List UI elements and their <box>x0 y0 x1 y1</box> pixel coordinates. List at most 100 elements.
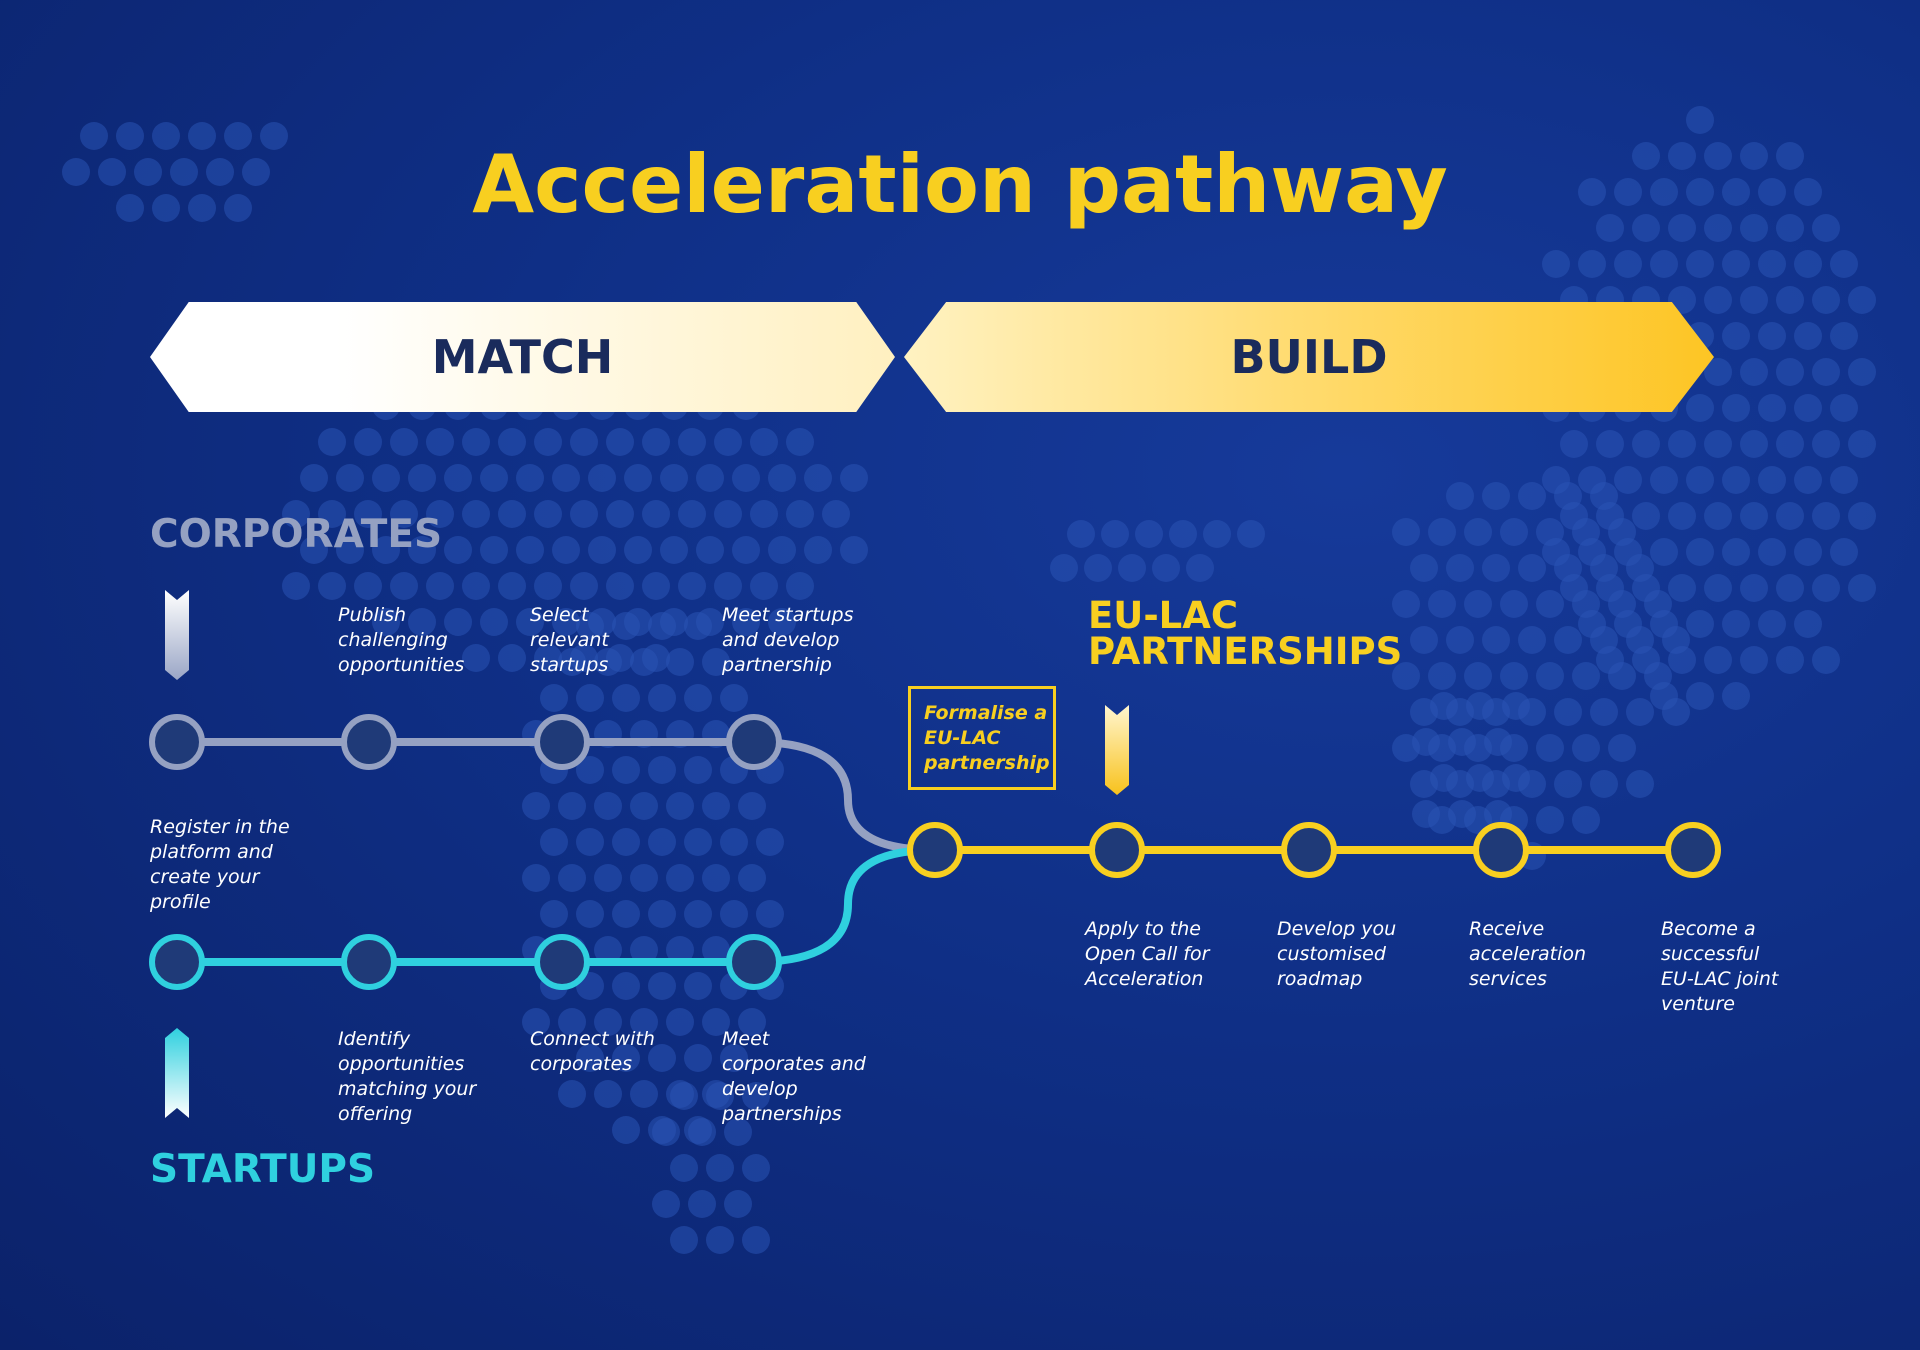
background-dot <box>1740 646 1768 674</box>
background-dot <box>188 122 216 150</box>
background-dot <box>318 428 346 456</box>
background-dot <box>1482 554 1510 582</box>
background-dot <box>732 608 760 636</box>
background-dot <box>1794 538 1822 566</box>
background-dot <box>408 464 436 492</box>
background-dot <box>1776 286 1804 314</box>
background-dot <box>678 572 706 600</box>
background-dot <box>1740 214 1768 242</box>
background-dot <box>1776 646 1804 674</box>
background-dot <box>372 536 400 564</box>
build-step-4: Become a successful EU-LAC joint venture <box>1661 918 1779 1015</box>
background-dot <box>1186 554 1214 582</box>
background-dot <box>1812 358 1840 386</box>
background-dot <box>1704 430 1732 458</box>
startups-node-2 <box>341 934 397 990</box>
background-dot <box>724 1190 752 1218</box>
background-dot <box>540 828 568 856</box>
background-dot <box>1500 662 1528 690</box>
background-dot <box>1704 358 1732 386</box>
background-dot <box>1650 250 1678 278</box>
background-dot <box>62 158 90 186</box>
background-dot <box>552 464 580 492</box>
background-dot <box>588 464 616 492</box>
background-dot <box>594 1080 622 1108</box>
background-dot <box>1560 430 1588 458</box>
background-dot <box>1812 646 1840 674</box>
background-dot <box>116 122 144 150</box>
background-dot <box>804 464 832 492</box>
background-dot <box>1758 178 1786 206</box>
background-dot <box>570 500 598 528</box>
background-dot <box>684 1044 712 1072</box>
background-dot <box>1776 430 1804 458</box>
background-dot <box>702 1008 730 1036</box>
background-dot <box>670 1154 698 1182</box>
background-dot <box>1536 662 1564 690</box>
background-dot <box>1500 590 1528 618</box>
corporates-step-3: Select relevant startups <box>530 604 609 676</box>
background-dot <box>678 500 706 528</box>
background-dot <box>1650 178 1678 206</box>
background-dot <box>670 1226 698 1254</box>
background-dot <box>594 936 622 964</box>
background-dot <box>1536 590 1564 618</box>
background-dot <box>1050 554 1078 582</box>
background-dot <box>1067 520 1095 548</box>
background-dot <box>840 464 868 492</box>
background-dot <box>152 194 180 222</box>
background-dot <box>522 792 550 820</box>
background-dot <box>696 464 724 492</box>
background-dot <box>336 464 364 492</box>
background-dot <box>1572 806 1600 834</box>
background-dot <box>1830 466 1858 494</box>
background-dot <box>1590 626 1618 654</box>
background-dot <box>462 572 490 600</box>
background-dot <box>1662 626 1690 654</box>
background-dot <box>594 648 622 676</box>
background-dot <box>1704 574 1732 602</box>
background-dot <box>648 756 676 784</box>
corporates-step-2: Publish challenging opportunities <box>338 604 465 676</box>
background-dot <box>1518 554 1546 582</box>
background-dot <box>1704 142 1732 170</box>
background-dot <box>1830 394 1858 422</box>
background-dot <box>756 900 784 928</box>
startups-node-4 <box>726 934 782 990</box>
background-dot <box>1428 590 1456 618</box>
background-dot <box>80 122 108 150</box>
background-dot <box>1135 520 1163 548</box>
background-dot <box>1518 482 1546 510</box>
background-dot <box>688 1118 716 1146</box>
background-dot <box>372 608 400 636</box>
background-dot <box>558 1008 586 1036</box>
background-dot <box>480 536 508 564</box>
background-dot <box>720 900 748 928</box>
background-dot <box>768 608 796 636</box>
background-dot <box>1812 574 1840 602</box>
background-dot <box>552 608 580 636</box>
background-dot <box>738 1008 766 1036</box>
background-dot <box>336 536 364 564</box>
background-dot <box>1722 466 1750 494</box>
build-step-3: Receive acceleration services <box>1469 918 1587 990</box>
background-dot <box>1572 590 1600 618</box>
background-dot <box>444 536 472 564</box>
background-dot <box>1392 590 1420 618</box>
background-dot <box>1722 394 1750 422</box>
background-dot <box>738 792 766 820</box>
background-dot <box>1536 734 1564 762</box>
background-dot <box>1412 800 1440 828</box>
background-dot <box>648 972 676 1000</box>
background-dot <box>1596 430 1624 458</box>
background-dot <box>1686 106 1714 134</box>
phase-label-build: BUILD <box>1230 330 1388 384</box>
corporates-step-1: Register in the platform and create your… <box>150 816 290 913</box>
background-dot <box>630 864 658 892</box>
eulac-partnerships-label: EU-LAC PARTNERSHIPS <box>1088 597 1402 670</box>
startups-step-3: Connect with corporates <box>530 1028 655 1075</box>
page-title: Acceleration pathway <box>472 138 1448 231</box>
background-dot <box>576 900 604 928</box>
background-dot <box>576 612 604 640</box>
background-dot <box>1101 520 1129 548</box>
